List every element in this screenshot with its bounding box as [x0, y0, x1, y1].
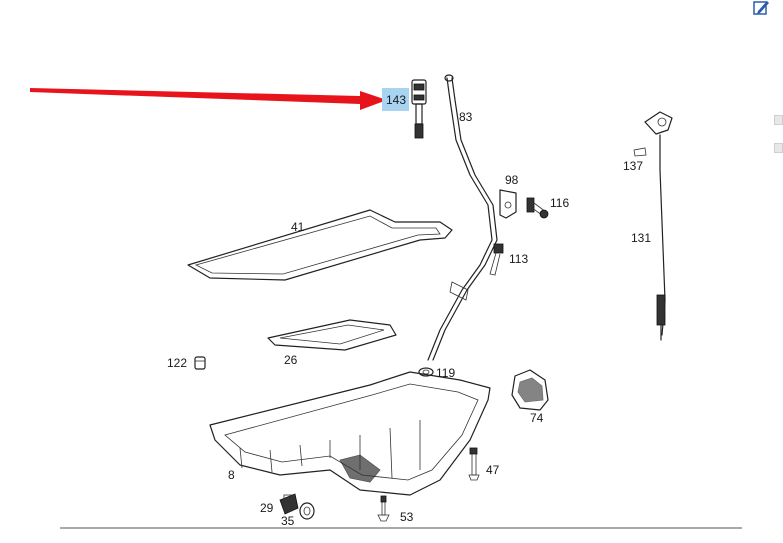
pencil-edit-icon	[753, 1, 769, 15]
label-35[interactable]: 35	[281, 514, 295, 528]
part-26-baffle[interactable]	[267, 319, 397, 351]
label-41[interactable]: 41	[291, 220, 305, 234]
part-137-clip[interactable]	[633, 147, 647, 157]
label-119[interactable]: 119	[436, 366, 455, 380]
label-131[interactable]: 131	[631, 231, 651, 245]
label-98[interactable]: 98	[505, 173, 519, 187]
label-47[interactable]: 47	[486, 463, 500, 477]
part-98-bracket[interactable]	[499, 189, 517, 219]
label-8[interactable]: 8	[228, 468, 235, 482]
part-83-dipstick-tube[interactable]	[427, 74, 498, 361]
label-26[interactable]: 26	[284, 353, 298, 367]
label-143[interactable]: 143	[386, 93, 406, 107]
part-35-washer[interactable]	[299, 502, 315, 520]
part-113-bolt[interactable]	[489, 243, 504, 276]
part-29-drain-plug[interactable]	[279, 493, 299, 515]
label-116[interactable]: 116	[550, 196, 569, 210]
part-122-plug[interactable]	[194, 356, 206, 370]
edit-button[interactable]	[748, 0, 772, 18]
label-74[interactable]: 74	[530, 411, 544, 425]
label-83[interactable]: 83	[459, 110, 473, 124]
part-41-gasket[interactable]	[187, 209, 453, 281]
part-116-bolt[interactable]	[526, 197, 549, 219]
highlight-box	[382, 88, 409, 111]
part-8-oil-pan[interactable]	[209, 371, 491, 496]
part-74-cover[interactable]	[511, 369, 549, 411]
part-53-bolt[interactable]	[377, 495, 390, 522]
part-131-dipstick[interactable]	[644, 111, 673, 341]
label-122[interactable]: 122	[167, 356, 187, 370]
part-47-bolt[interactable]	[468, 447, 480, 481]
label-29[interactable]: 29	[260, 501, 274, 515]
pointer-arrow	[30, 88, 387, 110]
part-143-sensor[interactable]	[411, 79, 427, 139]
label-137[interactable]: 137	[623, 159, 643, 173]
label-53[interactable]: 53	[400, 510, 414, 524]
label-113[interactable]: 113	[509, 252, 528, 266]
